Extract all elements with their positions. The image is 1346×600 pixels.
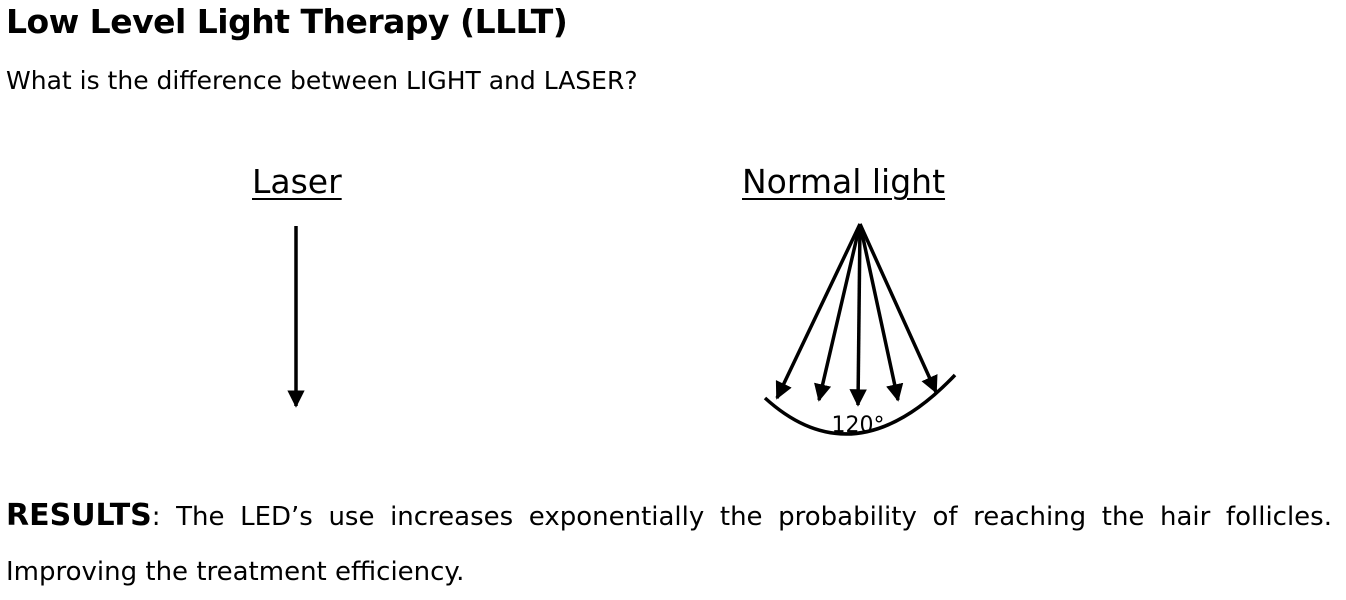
light-beam-arrow: [814, 223, 862, 402]
spread-angle-arc: [763, 373, 957, 436]
page-title: Low Level Light Therapy (LLLT): [6, 2, 568, 41]
results-paragraph: RESULTS: The LED’s use increases exponen…: [6, 488, 1332, 600]
results-heading: RESULTS: [6, 498, 152, 533]
normal-light-beams: [775, 223, 938, 407]
results-separator: :: [151, 502, 161, 532]
light-beam-arrow: [849, 223, 867, 407]
laser-label: Laser: [252, 162, 342, 201]
page-subtitle: What is the difference between LIGHT and…: [6, 66, 638, 95]
light-beam-arrow: [858, 223, 938, 394]
normal-light-label: Normal light: [742, 162, 946, 201]
light-beam-arrow: [858, 223, 904, 402]
spread-angle-label: 120°: [832, 413, 885, 438]
results-text: The LED’s use increases exponentially th…: [6, 502, 1332, 587]
light-beam-arrow: [775, 223, 862, 400]
